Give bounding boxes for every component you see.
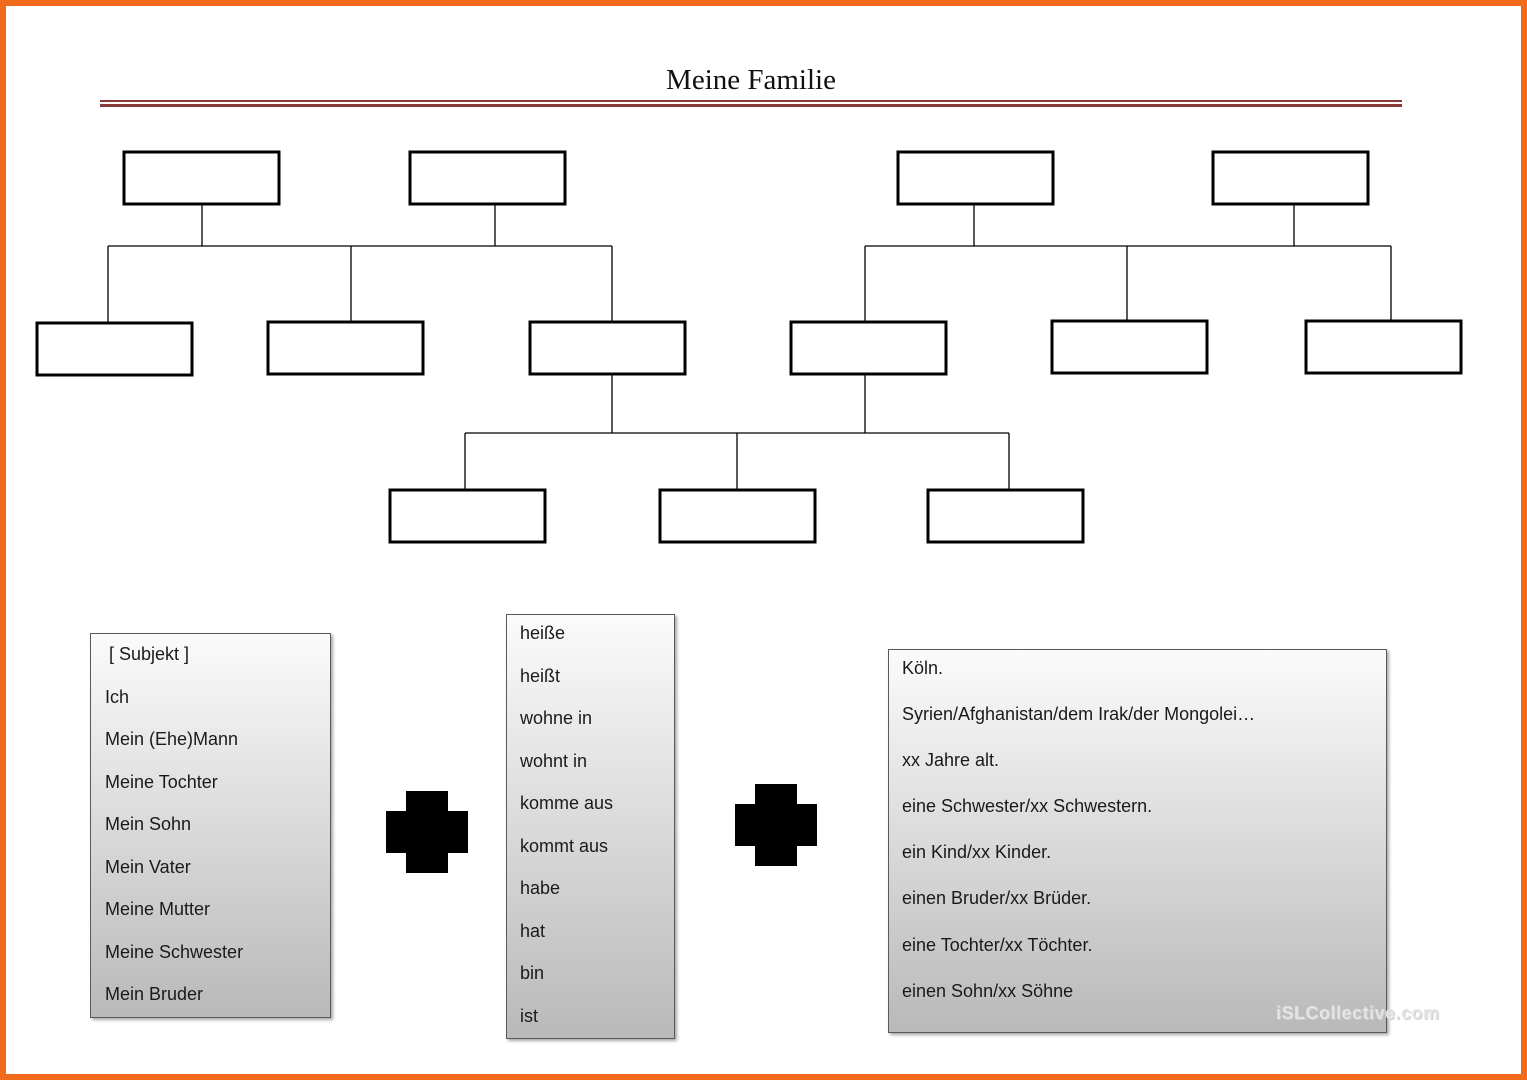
list-item: ist	[520, 1005, 538, 1026]
list-item: Meine Tochter	[105, 771, 218, 792]
list-item: komme aus	[520, 793, 614, 813]
parent-generation-box[interactable]	[528, 320, 687, 376]
list-item: Mein Sohn	[105, 814, 192, 834]
grandparent-box[interactable]	[896, 150, 1055, 206]
list-item: einen Bruder/xx Brüder.	[902, 888, 1092, 909]
list-item: eine Tochter/xx Töchter.	[902, 934, 1093, 955]
list-item: bin	[520, 963, 545, 983]
list-item: xx Jahre alt.	[902, 750, 1000, 771]
list-item: wohne in	[520, 708, 593, 728]
list-item: Ich	[105, 686, 130, 707]
parent-generation-box[interactable]	[1050, 319, 1209, 375]
tree-boxes	[35, 150, 1463, 544]
parent-generation-box[interactable]	[1304, 319, 1463, 375]
subject-word-list: [ Subjekt ] Ich Mein (Ehe)Mann Meine Toc…	[90, 633, 331, 1018]
list-item: hat	[520, 920, 546, 941]
list-item: eine Schwester/xx Schwestern.	[902, 796, 1153, 817]
tree-connectors	[107, 204, 1392, 490]
complement-word-list: Köln. Syrien/Afghanistan/dem Irak/der Mo…	[888, 649, 1387, 1033]
list-item: Mein Bruder	[105, 984, 204, 1004]
list-item: Meine Schwester	[105, 941, 244, 962]
child-box[interactable]	[926, 488, 1085, 544]
plus-icon	[386, 791, 468, 873]
child-box[interactable]	[658, 488, 817, 544]
list-item: kommt aus	[520, 835, 609, 856]
list-item: einen Sohn/xx Söhne	[902, 980, 1074, 1001]
list-item: heiße	[520, 623, 566, 643]
parent-generation-box[interactable]	[266, 320, 425, 376]
grandparent-box[interactable]	[1211, 150, 1370, 206]
list-item: Mein (Ehe)Mann	[105, 729, 239, 749]
page-title: Meine Familie	[666, 64, 836, 96]
child-box[interactable]	[388, 488, 547, 544]
list-item: habe	[520, 878, 561, 898]
list-item: wohnt in	[520, 750, 588, 771]
list-item: Meine Mutter	[105, 899, 211, 919]
list-item: Köln.	[902, 658, 944, 678]
parent-generation-box[interactable]	[35, 321, 194, 377]
list-item: Mein Vater	[105, 856, 191, 877]
list-item: heißt	[520, 665, 561, 686]
parent-generation-box[interactable]	[789, 320, 948, 376]
grandparent-box[interactable]	[408, 150, 567, 206]
watermark: iSLCollective.com	[1276, 1003, 1440, 1023]
title-divider	[100, 100, 1402, 107]
list-item: ein Kind/xx Kinder.	[902, 842, 1052, 863]
verb-word-list: heiße heißt wohne in wohnt in komme aus …	[506, 614, 675, 1039]
list-item: Syrien/Afghanistan/dem Irak/der Mongolei…	[902, 704, 1256, 725]
plus-icon	[735, 784, 817, 866]
grandparent-box[interactable]	[122, 150, 281, 206]
list-item: [ Subjekt ]	[109, 644, 190, 664]
